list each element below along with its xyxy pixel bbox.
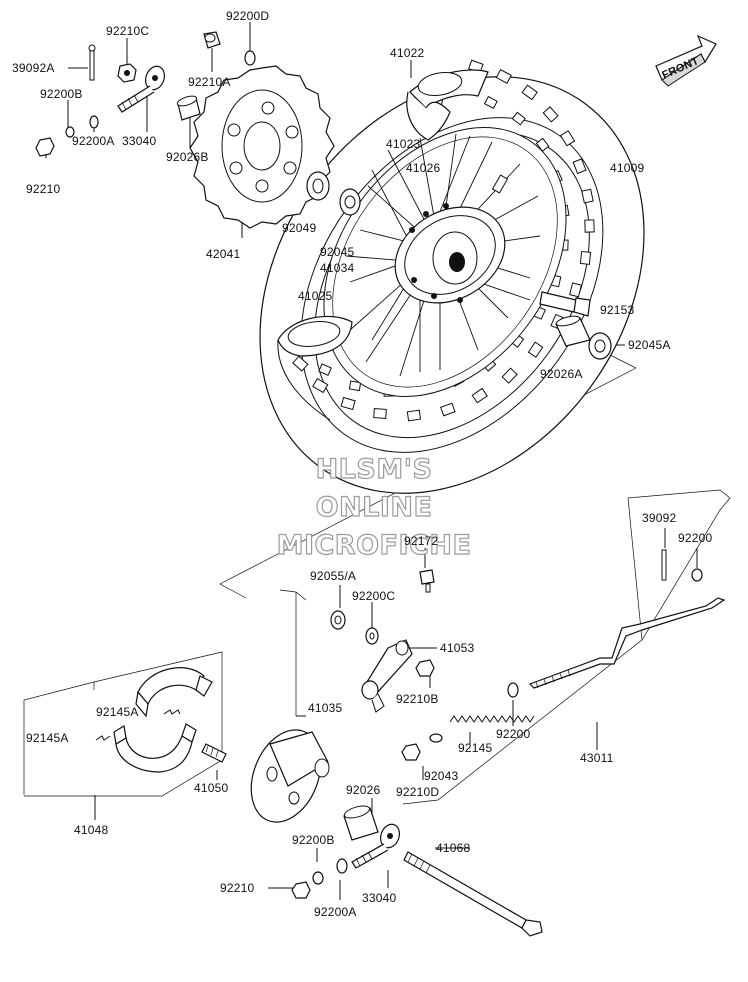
bolt-92172 <box>419 569 435 593</box>
brake-spring-2 <box>95 735 111 741</box>
label-33040-bottom: 33040 <box>362 891 396 905</box>
label-92200D: 92200D <box>226 9 269 23</box>
label-92145A-2: 92145A <box>26 731 69 745</box>
label-41034: 41034 <box>320 261 354 275</box>
label-92210D: 92210D <box>396 785 439 799</box>
label-41025: 41025 <box>298 289 332 303</box>
bolt-92153 <box>539 291 591 317</box>
label-92210-bottom: 92210 <box>220 881 254 895</box>
cotter-pin-39092 <box>661 549 667 581</box>
watermark-line-2: ONLINE <box>316 492 433 523</box>
label-92200-middle: 92200 <box>496 727 530 741</box>
watermark-line-3: MICROFICHE <box>277 530 472 561</box>
label-92026A: 92026A <box>540 367 583 381</box>
brake-rod <box>528 597 726 689</box>
label-43011: 43011 <box>580 751 614 765</box>
label-92055A: 92055/A <box>310 569 356 583</box>
washer-92200B-top <box>65 126 75 138</box>
label-92200B-bottom: 92200B <box>292 833 335 847</box>
label-41048: 41048 <box>74 823 108 837</box>
label-41050: 41050 <box>194 781 228 795</box>
nut-92210A <box>203 31 221 49</box>
label-92026B: 92026B <box>166 150 209 164</box>
washer-92200B-bottom <box>312 871 324 885</box>
bottom-small-parts <box>291 823 543 937</box>
label-92045: 92045 <box>320 245 354 259</box>
nut-92210-bottom <box>291 881 311 899</box>
rim-band-41022 <box>406 69 489 141</box>
label-92200A-bottom: 92200A <box>314 905 357 919</box>
label-92210A: 92210A <box>188 75 231 89</box>
bearing-92045 <box>339 188 361 216</box>
label-92043: 92043 <box>424 769 458 783</box>
label-92026: 92026 <box>346 783 380 797</box>
label-39092: 39092 <box>642 511 676 525</box>
brake-cam <box>201 743 227 763</box>
collar-92200D <box>244 50 256 66</box>
label-92210C: 92210C <box>106 24 149 38</box>
watermark-line-1: HLSM'S <box>316 454 433 485</box>
bearing-92045A <box>588 332 612 360</box>
front-direction-arrow: FRONT <box>655 34 717 87</box>
washer-92200-right <box>691 568 703 582</box>
label-41068: 41068 <box>436 841 470 855</box>
chain-adjuster-top <box>117 65 166 113</box>
label-41053: 41053 <box>440 641 474 655</box>
washer-92200A-top <box>89 115 99 129</box>
brake-lever <box>361 639 413 713</box>
label-42041: 42041 <box>206 247 240 261</box>
label-33040-top: 33040 <box>122 134 156 148</box>
part-number-labels: 39092A 92210C 92200D 92210A 92200B 33040… <box>12 9 712 919</box>
collar-92026B <box>176 95 201 121</box>
label-39092A: 39092A <box>12 61 55 75</box>
label-92200-right: 92200 <box>678 531 712 545</box>
sprocket <box>189 65 335 229</box>
wheel-hub <box>394 203 506 304</box>
label-92145: 92145 <box>458 741 492 755</box>
label-92210-top: 92210 <box>26 182 60 196</box>
axle-41068 <box>403 851 543 937</box>
nut-92210D <box>401 743 421 761</box>
label-41009: 41009 <box>610 161 644 175</box>
wheel-rim <box>323 127 567 397</box>
inner-tube-41025 <box>277 315 353 421</box>
washer-92200A-bottom <box>336 858 348 874</box>
pin-92043 <box>429 733 443 743</box>
label-92045A: 92045A <box>628 338 671 352</box>
bearing-92049 <box>306 171 330 201</box>
brake-side-washers <box>330 610 379 645</box>
label-92200B-top: 92200B <box>40 87 83 101</box>
nut-92210-top <box>35 137 55 157</box>
brake-panel <box>250 729 330 823</box>
brake-shoes <box>95 667 213 773</box>
label-41026: 41026 <box>406 161 440 175</box>
tire-valve <box>491 174 509 194</box>
label-41023: 41023 <box>386 137 420 151</box>
label-92200C: 92200C <box>352 589 395 603</box>
brake-spring-1 <box>163 709 181 715</box>
label-92172: 92172 <box>404 534 438 548</box>
label-92153: 92153 <box>600 303 634 317</box>
watermark: HLSM'S ONLINE MICROFICHE <box>276 453 472 561</box>
label-41022: 41022 <box>390 46 424 60</box>
axle-side-parts <box>539 291 612 360</box>
label-41035: 41035 <box>308 701 342 715</box>
spring-92145 <box>449 715 535 723</box>
nut-92210B <box>415 659 435 677</box>
top-small-parts <box>35 31 361 216</box>
label-92145A-1: 92145A <box>96 705 139 719</box>
chain-adjuster-bottom <box>351 823 401 869</box>
collar-92026 <box>343 805 379 841</box>
washer-92200-middle <box>507 682 519 698</box>
label-92200A-top: 92200A <box>72 134 115 148</box>
label-92210B: 92210B <box>396 692 439 706</box>
cotter-pin-39092A <box>88 44 96 81</box>
label-92049: 92049 <box>282 221 316 235</box>
